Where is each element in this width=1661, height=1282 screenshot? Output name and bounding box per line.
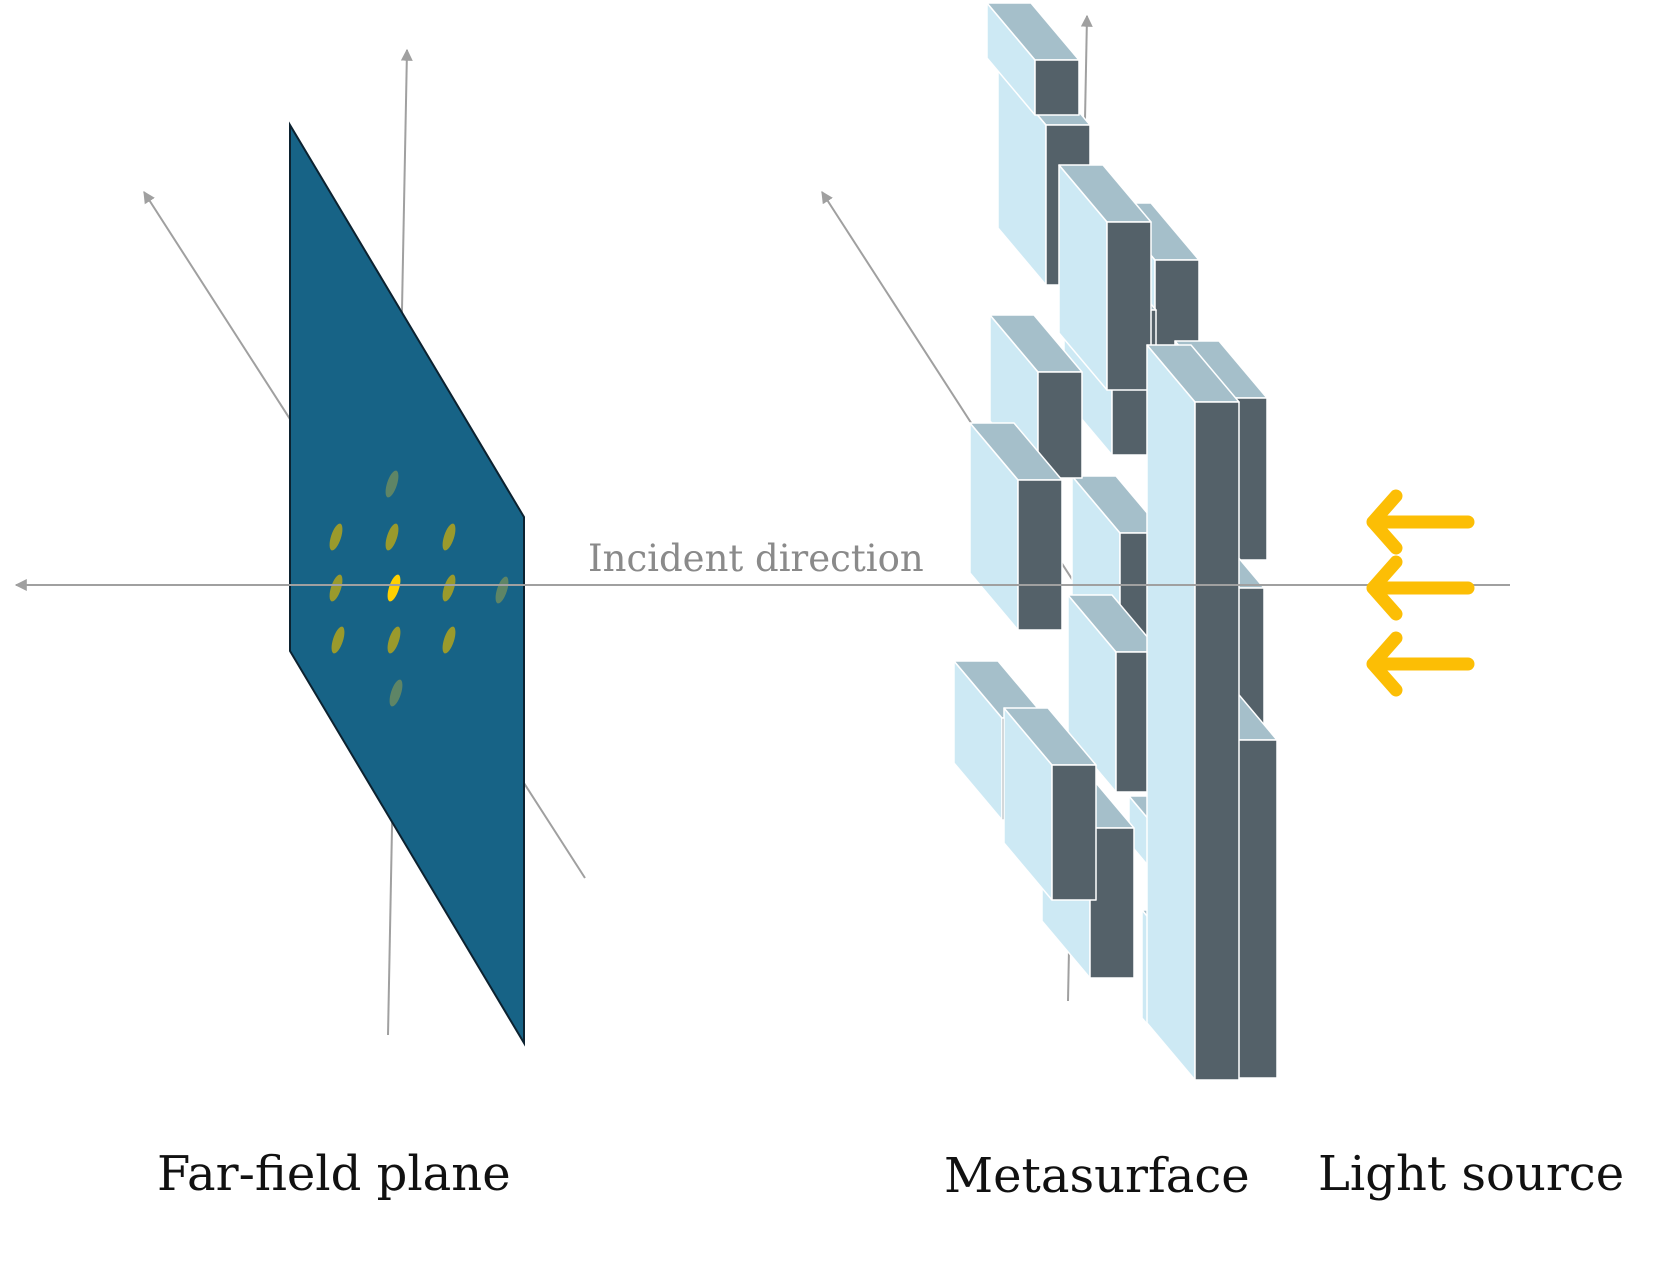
block-side-face xyxy=(1106,221,1152,391)
diffraction-spot xyxy=(331,626,345,654)
light-source-arrows xyxy=(1366,489,1475,697)
nanopillar-block xyxy=(969,422,1063,631)
diffraction-spot xyxy=(387,574,401,602)
nanopillar-block xyxy=(986,2,1080,116)
block-side-face xyxy=(1194,401,1240,1081)
light-source-label: Light source xyxy=(1318,1146,1625,1202)
diffraction-spot xyxy=(329,523,343,551)
diffraction-spot xyxy=(442,574,456,602)
diffraction-spot xyxy=(442,626,456,654)
far-field-plane-label: Far-field plane xyxy=(157,1146,511,1202)
diffraction-spot xyxy=(442,523,456,551)
nanopillar-block xyxy=(1146,344,1240,1081)
light-arrow xyxy=(1366,631,1475,697)
nanopillar-block xyxy=(1003,707,1097,901)
block-side-face xyxy=(1037,371,1083,479)
incident-direction-label: Incident direction xyxy=(588,537,924,580)
light-arrow xyxy=(1366,489,1475,555)
diffraction-spots xyxy=(329,470,509,707)
block-front-face xyxy=(1146,344,1196,1081)
diffraction-spot xyxy=(387,626,401,654)
diffraction-spot xyxy=(495,576,509,604)
diffraction-spot xyxy=(389,679,403,707)
diffraction-spot xyxy=(329,574,343,602)
block-side-face xyxy=(1034,59,1080,116)
block-side-face xyxy=(1051,764,1097,901)
block-side-face xyxy=(1017,479,1063,631)
diffraction-spot xyxy=(385,470,399,498)
diffraction-spot xyxy=(385,523,399,551)
metasurface-blocks xyxy=(953,2,1278,1081)
light-arrow xyxy=(1366,555,1475,621)
nanopillar-block xyxy=(1058,164,1152,391)
block-side-face xyxy=(1089,827,1135,979)
metasurface-label: Metasurface xyxy=(944,1148,1250,1204)
